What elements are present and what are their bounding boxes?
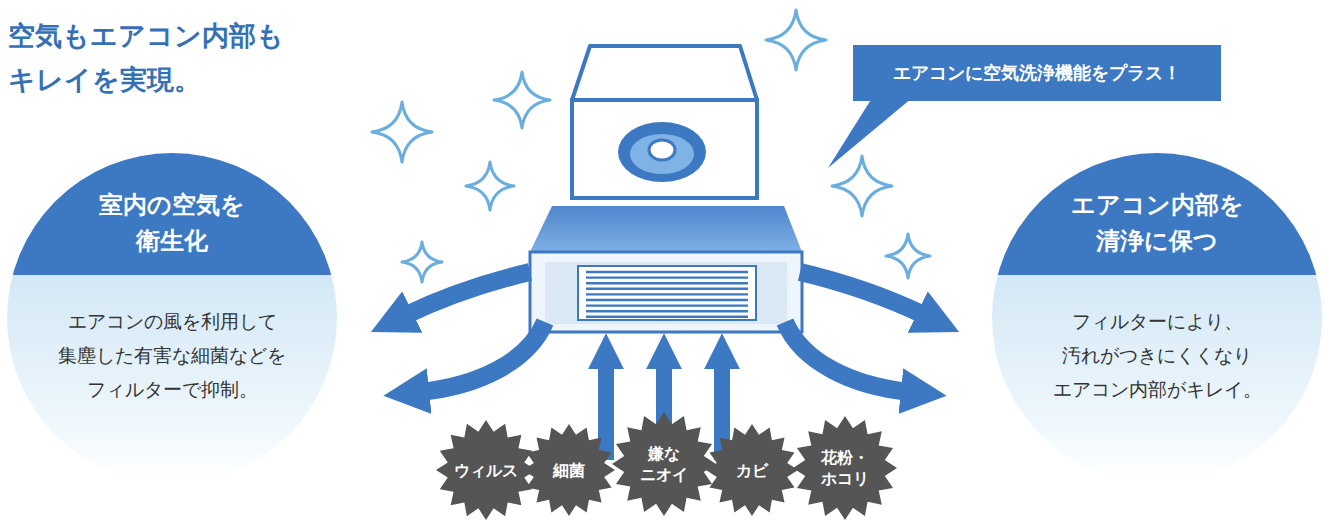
grille-slat xyxy=(586,271,748,273)
burst-label: カビ xyxy=(736,460,768,481)
circle-heading: 室内の空気を 衛生化 xyxy=(99,187,245,259)
burst-label: 嫌な ニオイ xyxy=(640,443,688,485)
circle-heading: エアコン内部を 清浄に保つ xyxy=(1071,187,1244,259)
grille-slat xyxy=(586,304,748,306)
grille-slat xyxy=(586,316,748,318)
feature-circle: エアコン内部を 清浄に保つフィルターにより、 汚れがつきにくくなり エアコン内部… xyxy=(992,153,1322,483)
sparkle xyxy=(372,102,432,162)
contaminant-burst: 花粉・ ホコリ xyxy=(793,416,897,520)
burst-shape xyxy=(612,412,716,516)
sparkle xyxy=(402,242,442,282)
cassette-air-conditioner xyxy=(530,206,802,332)
callout-text: エアコンに空気洗浄機能をプラス！ xyxy=(893,61,1181,85)
burst-label: ウィルス xyxy=(454,460,518,481)
sparkle xyxy=(466,162,514,210)
bubble-tail xyxy=(828,98,912,168)
grille-slat xyxy=(586,288,748,290)
callout-bubble: エアコンに空気洗浄機能をプラス！ xyxy=(853,45,1221,101)
air-cleaner-unit xyxy=(572,46,757,198)
circle-body: フィルターにより、 汚れがつきにくくなり エアコン内部がキレイ。 xyxy=(1053,304,1262,406)
contaminant-burst: カビ xyxy=(706,424,798,516)
burst-label: 細菌 xyxy=(553,460,585,481)
grille-slat xyxy=(586,276,748,278)
contaminant-burst: ウィルス xyxy=(436,420,536,520)
burst-shape xyxy=(793,416,897,520)
sparkles xyxy=(372,10,930,282)
burst-label: 花粉・ ホコリ xyxy=(821,447,869,489)
grille-slat xyxy=(586,310,748,312)
title: 空気もエアコン内部も キレイを実現。 xyxy=(8,14,284,102)
sparkle xyxy=(494,72,550,128)
contaminant-burst: 嫌な ニオイ xyxy=(612,412,716,516)
grille-slat xyxy=(586,282,748,284)
grille-slat xyxy=(586,293,748,295)
circle-body: エアコンの風を利用して 集塵した有害な細菌などを フィルターで抑制。 xyxy=(58,304,286,406)
contaminant-burst: 細菌 xyxy=(523,424,615,516)
sparkle xyxy=(766,10,826,70)
sparkle xyxy=(832,156,892,216)
grille-slat xyxy=(586,299,748,301)
feature-circle: 室内の空気を 衛生化エアコンの風を利用して 集塵した有害な細菌などを フィルター… xyxy=(7,153,337,483)
sparkle xyxy=(886,234,930,278)
